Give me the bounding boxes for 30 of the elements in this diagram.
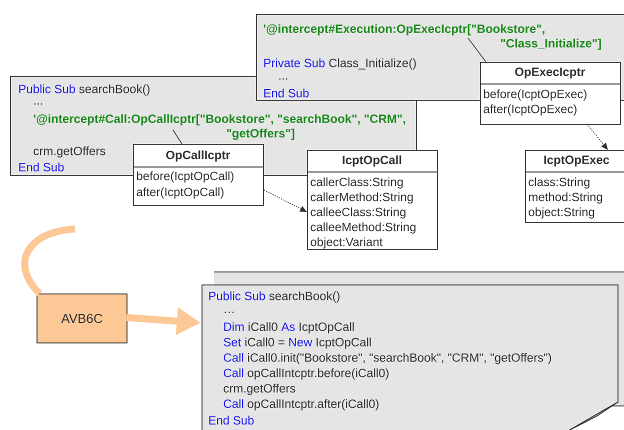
member-text: before(IcptOpExec) [484,89,586,101]
class-name: OpExecIcptr [515,68,586,78]
member-text: after(IcptOpCall) [136,187,224,199]
member-text: object:String [528,207,594,219]
code-line: crm.getOffers [34,146,106,158]
member-text: method:String [529,192,602,204]
code-line: End Sub [264,88,309,98]
member-text: after(IcptOpExec) [484,104,576,116]
annotation-text: '@intercept#Execution:OpExecIcptr["Bookstore", "Class_Initialize"] [264,24,601,50]
annotation-text: '@intercept#Call:OpCallIcptr["Bookstore", "searchBook", "CRM", "getOffers"] [34,114,406,140]
process-box: AVB6C [36,294,128,344]
member-text: class:String [528,177,590,189]
connector-line [21,226,76,296]
code-line: ... [34,103,42,105]
connector-line [172,130,182,144]
member-text: callerMethod:String [310,192,413,204]
code-line: End Sub [19,162,64,172]
code-line: Public Sub searchBook() [19,84,150,96]
member-text: before(IcptOpCall) [136,171,234,183]
code-line: ... [279,78,288,80]
code-line: Private Sub Class_Initialize() [264,58,416,70]
member-text: object:Variant [310,237,383,249]
arrow [586,124,608,150]
member-text: calleeMethod:String [310,222,416,234]
connector-line [468,38,486,62]
class-name: IcptOpCall [342,155,402,167]
class-name: IcptOpExec [544,156,610,166]
class-name: OpCallIcptr [166,150,230,162]
member-text: calleeClass:String [310,207,406,219]
member-text: callerClass:String [310,177,403,189]
